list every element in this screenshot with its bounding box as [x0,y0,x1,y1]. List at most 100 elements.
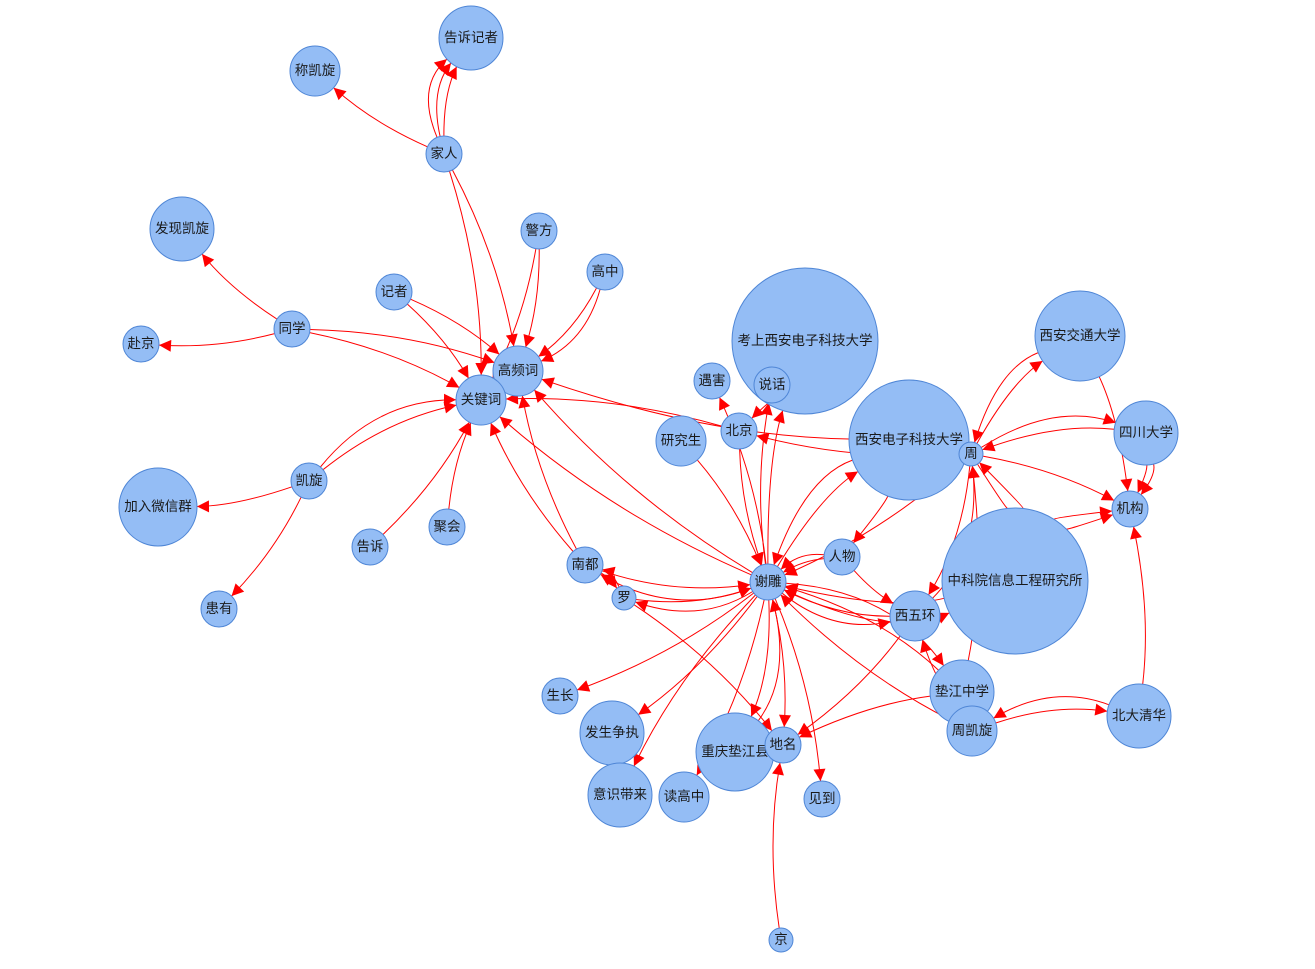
node-tongxue[interactable]: 同学 [273,310,311,348]
node-circle-yishi_dailai[interactable] [587,762,653,828]
node-jigou[interactable]: 机构 [1111,490,1149,528]
node-jingfang[interactable]: 警方 [520,212,558,250]
edge-renwu-to-xiediao [782,558,825,573]
node-label-juhui: 聚会 [434,519,461,535]
node-zhou_kaixuan[interactable]: 周凯旋 [946,705,998,757]
node-guanjianci[interactable]: 关键词 [455,374,507,426]
node-circle-xidian[interactable] [848,379,970,501]
node-jing[interactable]: 京 [768,927,794,953]
node-circle-tongxue[interactable] [273,310,311,348]
node-kaoshang_xidian[interactable]: 考上西安电子科技大学 [731,267,879,415]
node-yuhai[interactable]: 遇害 [693,362,731,400]
edge-xiediao-to-fasheng_zhengzhi [637,596,758,716]
edge-xiediao-to-guanjianci [499,416,752,576]
node-circle-gaosu[interactable] [351,528,389,566]
node-gaopinci[interactable]: 高频词 [492,345,544,397]
edge-xiediao-to-gaopinci [533,389,753,574]
node-circle-beijing[interactable] [720,412,758,450]
node-cheng_kaixuan[interactable]: 称凯旋 [289,45,341,97]
node-jiandao[interactable]: 见到 [803,780,841,818]
node-circle-jing[interactable] [768,927,794,953]
node-circle-zhongkeyuan[interactable] [941,507,1089,655]
node-xiediao[interactable]: 谢雕 [749,563,787,601]
node-fasheng_zhengzhi[interactable]: 发生争执 [579,700,645,766]
node-circle-gaosu_jizhe[interactable] [438,5,504,71]
node-circle-juhui[interactable] [428,508,466,546]
node-zhou[interactable]: 周 [958,441,984,467]
node-label-jiandao: 见到 [809,791,836,807]
node-circle-cheng_kaixuan[interactable] [289,45,341,97]
node-circle-zhou_kaixuan[interactable] [946,705,998,757]
node-jiaru_weixinqun[interactable]: 加入微信群 [118,467,198,547]
edge-xiwuhuan-to-xiediao [783,589,891,617]
edge-jingfang-to-gaopinci [523,248,540,348]
node-label-jigou: 机构 [1117,501,1144,517]
node-circle-jigou[interactable] [1111,490,1149,528]
node-xidian[interactable]: 西安电子科技大学 [848,379,970,501]
node-circle-zhou[interactable] [958,441,984,467]
node-circle-xiwuhuan[interactable] [889,590,941,642]
edge-tongxue-to-fujing [158,333,275,352]
node-circle-luo[interactable] [611,585,637,611]
node-renwu[interactable]: 人物 [823,538,861,576]
node-luo[interactable]: 罗 [611,585,637,611]
node-circle-fujing[interactable] [122,325,160,363]
node-yanjiusheng[interactable]: 研究生 [655,415,707,467]
node-yishi_dailai[interactable]: 意识带来 [587,762,653,828]
node-circle-jiandao[interactable] [803,780,841,818]
node-circle-gaozhong[interactable] [586,253,624,291]
node-fujing[interactable]: 赴京 [122,325,160,363]
node-circle-sichuan_daxue[interactable] [1113,400,1179,466]
node-circle-faxian_kaixuan[interactable] [149,196,215,262]
node-gaozhong[interactable]: 高中 [586,253,624,291]
node-beida_qinghua[interactable]: 北大清华 [1106,683,1172,749]
node-circle-huanyou[interactable] [200,590,238,628]
node-circle-diming[interactable] [764,726,802,764]
node-nandu[interactable]: 南都 [566,546,604,584]
edge-jiaren-to-gaosu_jizhe [427,58,448,138]
node-label-cheng_kaixuan: 称凯旋 [295,63,336,79]
node-sichuan_daxue[interactable]: 四川大学 [1113,400,1179,466]
node-label-jiaren: 家人 [431,145,458,162]
node-circle-xijiao[interactable] [1034,290,1126,382]
node-circle-xiediao[interactable] [749,563,787,601]
node-jiaren[interactable]: 家人 [425,135,463,173]
node-circle-nandu[interactable] [566,546,604,584]
node-faxian_kaixuan[interactable]: 发现凯旋 [149,196,215,262]
edge-gaozhong-to-gaopinci [540,289,601,363]
node-circle-jiaren[interactable] [425,135,463,173]
node-circle-shuohua[interactable] [753,366,791,404]
node-kaixuan[interactable]: 凯旋 [290,462,328,500]
node-circle-yuhai[interactable] [693,362,731,400]
node-label-tongxue: 同学 [279,321,306,337]
node-chongqing_dianjiang[interactable]: 重庆垫江县 [695,712,775,792]
node-xijiao[interactable]: 西安交通大学 [1034,290,1126,382]
node-circle-gaopinci[interactable] [492,345,544,397]
node-circle-jingfang[interactable] [520,212,558,250]
node-xiwuhuan[interactable]: 西五环 [889,590,941,642]
node-huanyou[interactable]: 患有 [200,590,238,628]
node-circle-guanjianci[interactable] [455,374,507,426]
node-beijing[interactable]: 北京 [720,412,758,450]
node-circle-kaixuan[interactable] [290,462,328,500]
node-label-jiaru_weixinqun: 加入微信群 [124,499,192,515]
node-circle-beida_qinghua[interactable] [1106,683,1172,749]
node-circle-shengzhang[interactable] [541,677,579,715]
node-label-nandu: 南都 [572,557,599,573]
node-diming[interactable]: 地名 [764,726,802,764]
node-zhongkeyuan[interactable]: 中科院信息工程研究所 [941,507,1089,655]
node-jizhe[interactable]: 记者 [375,273,413,311]
node-circle-jiaru_weixinqun[interactable] [118,467,198,547]
node-juhui[interactable]: 聚会 [428,508,466,546]
node-circle-du_gaozhong[interactable] [658,771,710,823]
node-circle-jizhe[interactable] [375,273,413,311]
node-circle-renwu[interactable] [823,538,861,576]
node-gaosu[interactable]: 告诉 [351,528,389,566]
node-shuohua[interactable]: 说话 [753,366,791,404]
node-shengzhang[interactable]: 生长 [541,677,579,715]
node-du_gaozhong[interactable]: 读高中 [658,771,710,823]
node-gaosu_jizhe[interactable]: 告诉记者 [438,5,504,71]
node-label-beijing: 北京 [726,423,753,439]
node-circle-yanjiusheng[interactable] [655,415,707,467]
node-label-gaozhong: 高中 [592,263,619,280]
